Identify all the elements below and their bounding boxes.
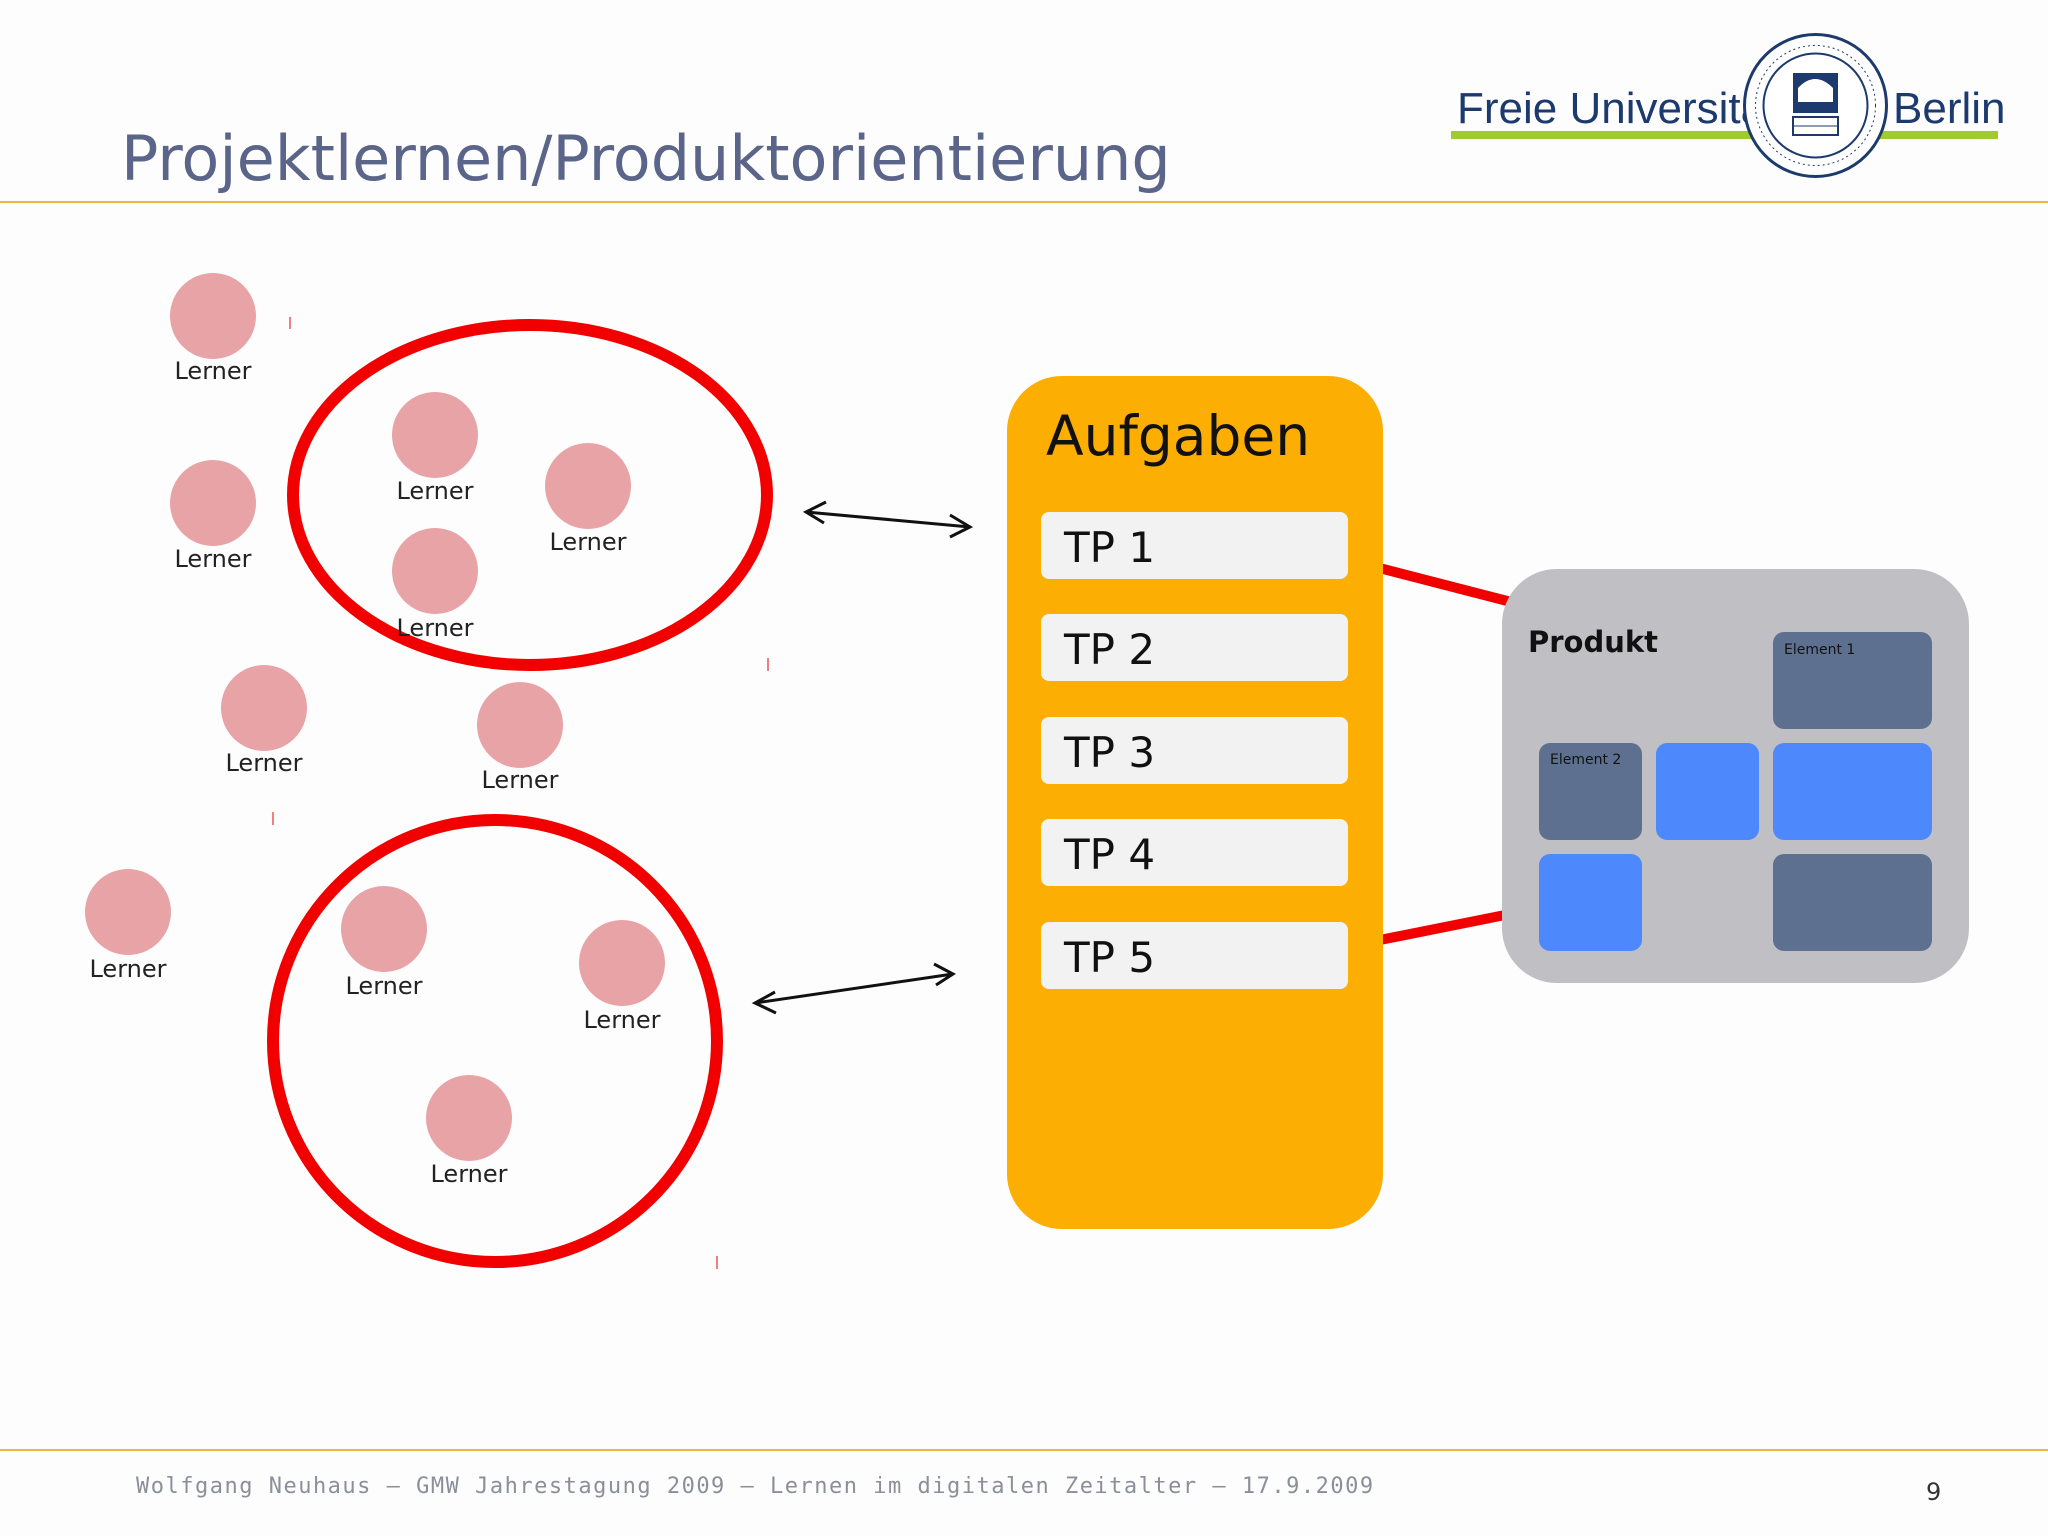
product-block-blue	[1539, 854, 1642, 951]
task-box-tp4	[1041, 819, 1348, 886]
learner-circle	[170, 273, 256, 359]
university-seal-icon	[1743, 33, 1888, 178]
group-circle-bottom	[267, 814, 723, 1268]
logo-text-right: Berlin	[1893, 84, 2006, 133]
task-box-tp2	[1041, 614, 1348, 681]
task-label-tp5: TP 5	[1064, 933, 1156, 982]
task-label-tp1: TP 1	[1064, 523, 1156, 572]
tasks-panel	[1007, 376, 1383, 1229]
learner-circle	[426, 1075, 512, 1161]
tasks-title: Aufgaben	[1046, 404, 1311, 468]
learner-label: Lerner	[549, 528, 627, 556]
product-block-blue	[1773, 743, 1932, 840]
footer-text: Wolfgang Neuhaus – GMW Jahrestagung 2009…	[136, 1474, 1375, 1499]
task-box-tp3	[1041, 717, 1348, 784]
learner-label: Lerner	[430, 1160, 508, 1188]
product-block-blue	[1656, 743, 1759, 840]
learner-label: Lerner	[583, 1006, 661, 1034]
element-2-label: Element 2	[1550, 752, 1622, 768]
footer-rule	[0, 1449, 2048, 1451]
product-element-2	[1539, 743, 1642, 840]
double-arrow-top	[802, 500, 974, 539]
product-block-dark	[1773, 854, 1932, 951]
learner-circle	[477, 682, 563, 768]
logo-underline	[1451, 131, 1998, 139]
slide-title: Projektlernen/Produktorientierung	[121, 122, 1171, 195]
learner-circle	[341, 886, 427, 972]
learner-label: Lerner	[174, 545, 252, 573]
task-box-tp1	[1041, 512, 1348, 579]
product-title: Produkt	[1528, 625, 1659, 659]
stray-marks	[272, 317, 769, 1269]
learner-circle	[170, 460, 256, 546]
learner-label: Lerner	[174, 357, 252, 385]
learner-label: Lerner	[396, 614, 474, 642]
learner-circle	[85, 869, 171, 955]
learner-circle	[392, 528, 478, 614]
double-arrow-bottom	[751, 962, 956, 1015]
learner-circle	[221, 665, 307, 751]
learner-label: Lerner	[225, 749, 303, 777]
task-label-tp2: TP 2	[1064, 625, 1156, 674]
task-label-tp3: TP 3	[1064, 728, 1156, 777]
learner-label: Lerner	[89, 955, 167, 983]
learner-circle	[392, 392, 478, 478]
product-element-1	[1773, 632, 1932, 729]
learner-label: Lerner	[396, 477, 474, 505]
learner-circle	[579, 920, 665, 1006]
group-circle-top	[287, 319, 773, 671]
header-rule	[0, 201, 2048, 203]
learner-label: Lerner	[345, 972, 423, 1000]
learner-label: Lerner	[481, 766, 559, 794]
logo-text-left: Freie Universität	[1457, 84, 1778, 133]
task-box-tp5	[1041, 922, 1348, 989]
page-number: 9	[1926, 1478, 1942, 1506]
element-1-label: Element 1	[1784, 642, 1856, 658]
learner-circle	[545, 443, 631, 529]
task-label-tp4: TP 4	[1064, 830, 1156, 879]
